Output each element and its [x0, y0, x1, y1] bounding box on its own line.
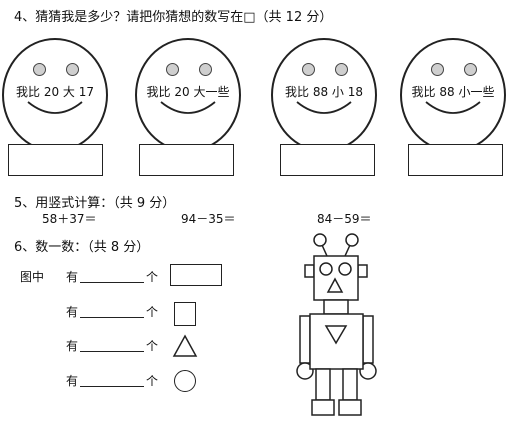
- left-eye-icon: [166, 63, 179, 76]
- robot-figure: [296, 233, 377, 416]
- triangle-icon: [172, 334, 198, 357]
- have-label: 有: [66, 374, 79, 388]
- problem-2: 94－35＝: [181, 212, 236, 226]
- have-label: 有: [66, 305, 79, 319]
- smile-icon: [296, 101, 352, 114]
- face-3-text: 我比 88 小 18: [285, 85, 363, 99]
- smile-icon: [160, 101, 216, 114]
- rectangle-icon: [170, 264, 222, 286]
- right-eye-icon: [464, 63, 477, 76]
- count-row-circle: 有 个: [66, 372, 166, 392]
- smiley-face-3: 我比 88 小 18: [271, 38, 377, 152]
- left-eye-icon: [302, 63, 315, 76]
- smiley-face-4: 我比 88 小一些: [400, 38, 506, 152]
- count-row-square: 有 个: [66, 303, 166, 323]
- left-eye-icon: [431, 63, 444, 76]
- smile-icon: [27, 101, 83, 114]
- count-blank-circle[interactable]: [80, 386, 144, 387]
- unit-label: 个: [146, 339, 159, 353]
- answer-box-3[interactable]: [280, 144, 375, 176]
- right-eye-icon: [199, 63, 212, 76]
- have-label: 有: [66, 339, 79, 353]
- face-2-text: 我比 20 大一些: [146, 85, 230, 99]
- problem-3: 84－59＝: [317, 212, 372, 226]
- unit-label: 个: [146, 270, 159, 284]
- square-icon: [174, 302, 196, 326]
- unit-label: 个: [146, 374, 159, 388]
- problem-1: 58＋37＝: [42, 212, 97, 226]
- have-label: 有: [66, 270, 79, 284]
- face-4-text: 我比 88 小一些: [411, 85, 495, 99]
- circle-icon: [174, 370, 196, 392]
- left-eye-icon: [33, 63, 46, 76]
- smiley-face-2: 我比 20 大一些: [135, 38, 241, 152]
- count-row-rectangle: 有 个: [66, 268, 166, 288]
- count-blank-rectangle[interactable]: [80, 282, 144, 283]
- q4-title: 4、猜猜我是多少？请把你猜想的数写在□（共 12 分）: [14, 10, 333, 25]
- smiley-face-1: 我比 20 大 17: [2, 38, 108, 152]
- answer-box-2[interactable]: [139, 144, 234, 176]
- unit-label: 个: [146, 305, 159, 319]
- count-blank-square[interactable]: [80, 317, 144, 318]
- right-eye-icon: [335, 63, 348, 76]
- count-blank-triangle[interactable]: [80, 351, 144, 352]
- smile-icon: [425, 101, 481, 114]
- q5-title: 5、用竖式计算：（共 9 分）: [14, 196, 176, 211]
- answer-box-1[interactable]: [8, 144, 103, 176]
- count-row-triangle: 有 个: [66, 337, 166, 357]
- answer-box-4[interactable]: [408, 144, 503, 176]
- right-eye-icon: [66, 63, 79, 76]
- face-1-text: 我比 20 大 17: [16, 85, 94, 99]
- q6-title: 6、数一数：（共 8 分）: [14, 240, 150, 255]
- q6-lead: 图中: [20, 270, 45, 284]
